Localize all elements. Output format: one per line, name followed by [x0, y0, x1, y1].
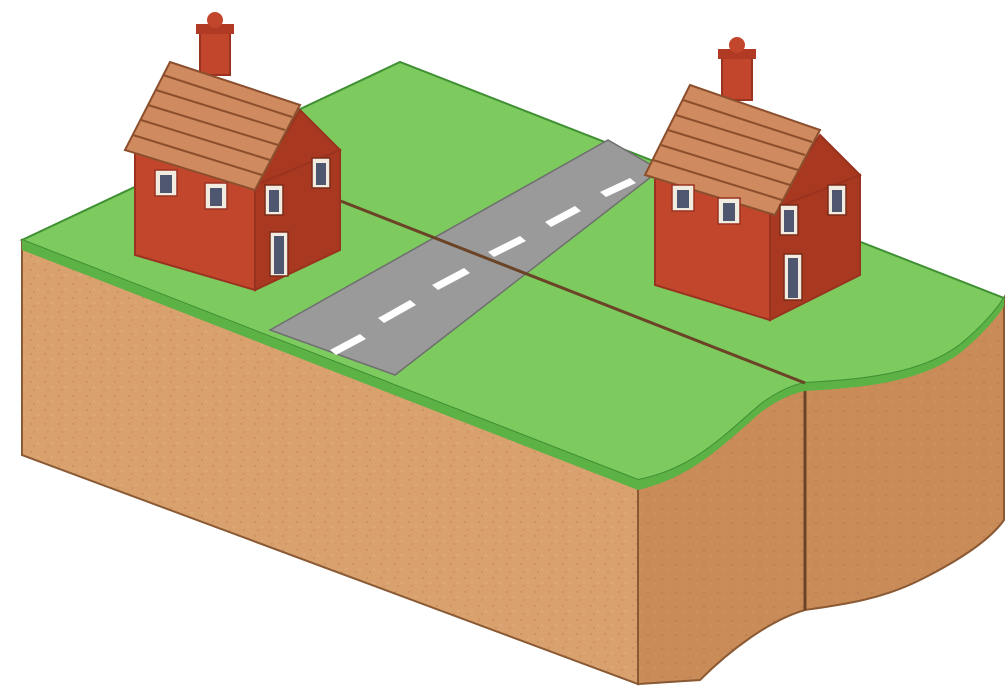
- house-icon: [125, 12, 340, 290]
- house-icon: [645, 37, 860, 320]
